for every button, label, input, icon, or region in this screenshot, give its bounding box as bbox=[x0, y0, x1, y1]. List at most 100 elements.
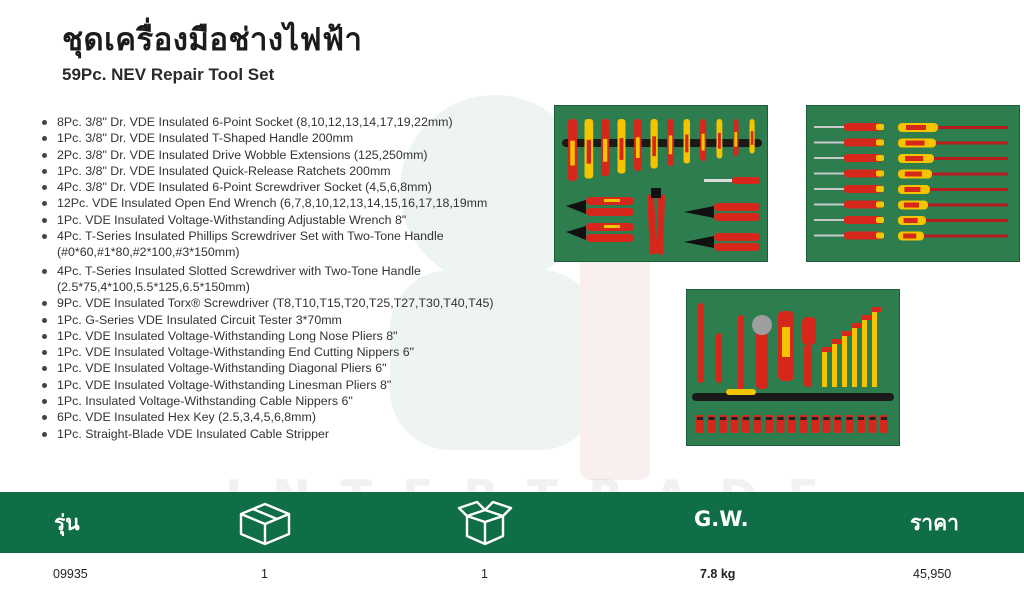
plier-head bbox=[651, 188, 661, 198]
plier-grip bbox=[604, 199, 620, 202]
price-header: ราคา bbox=[910, 511, 959, 535]
screwdriver-handle bbox=[844, 231, 882, 240]
list-item: 4Pc. T-Series Insulated Slotted Screwdri… bbox=[40, 263, 520, 296]
t-handle bbox=[738, 315, 744, 393]
socket-band bbox=[800, 417, 807, 420]
hex-key-tip bbox=[842, 331, 851, 336]
socket-band bbox=[708, 417, 715, 420]
list-item: 2Pc. 3/8" Dr. VDE Insulated Drive Wobble… bbox=[40, 147, 520, 163]
list-item: 12Pc. VDE Insulated Open End Wrench (6,7… bbox=[40, 195, 520, 211]
list-item: 1Pc. 3/8" Dr. VDE Insulated T-Shaped Han… bbox=[40, 130, 520, 146]
list-item: 1Pc. Insulated Voltage-Withstanding Cabl… bbox=[40, 393, 520, 409]
hex-key bbox=[832, 339, 837, 387]
socket-band bbox=[789, 417, 795, 420]
list-item: 1Pc. VDE Insulated Voltage-Withstanding … bbox=[40, 212, 520, 228]
screwdriver-shaft bbox=[938, 126, 1008, 129]
socket-band bbox=[777, 417, 784, 420]
cable-stripper-blade bbox=[704, 179, 732, 182]
list-item: 1Pc. Straight-Blade VDE Insulated Cable … bbox=[40, 426, 520, 442]
open-end-wrench-stripe bbox=[701, 133, 705, 151]
page-title-english: 59Pc. NEV Repair Tool Set bbox=[62, 65, 275, 84]
tray-wrenches-pliers bbox=[554, 105, 768, 262]
hex-key-tip bbox=[872, 307, 881, 312]
screwdriver-shaft bbox=[814, 219, 844, 221]
adjustable-wrench-head bbox=[752, 315, 772, 335]
model-value: 09935 bbox=[53, 567, 88, 581]
open-end-wrench-stripe bbox=[750, 131, 754, 145]
screwdriver-shaft bbox=[930, 188, 1008, 191]
cable-stripper bbox=[732, 177, 760, 184]
screwdriver-handle bbox=[844, 154, 882, 162]
screwdriver-grip bbox=[876, 139, 884, 146]
open-end-wrench-stripe bbox=[717, 132, 721, 149]
hex-key bbox=[872, 307, 877, 387]
plier-handle bbox=[714, 213, 760, 221]
hex-key bbox=[842, 331, 847, 387]
plier-jaw bbox=[566, 200, 586, 214]
screwdriver-shaft bbox=[814, 172, 844, 175]
socket-band bbox=[823, 417, 830, 420]
screwdriver-shaft bbox=[814, 234, 844, 237]
open-end-wrench-stripe bbox=[635, 137, 640, 158]
gross-weight-header: G.W. bbox=[694, 507, 749, 531]
list-item: 1Pc. VDE Insulated Voltage-Withstanding … bbox=[40, 360, 520, 376]
screwdriver-shaft bbox=[926, 219, 1008, 222]
socket-band bbox=[720, 417, 726, 420]
plier-jaw bbox=[566, 226, 586, 240]
screwdriver-grip bbox=[903, 233, 917, 239]
item-list: 8Pc. 3/8" Dr. VDE Insulated 6-Point Sock… bbox=[40, 114, 520, 442]
open-end-wrench-stripe bbox=[652, 136, 656, 157]
socket-band bbox=[881, 417, 887, 420]
socket-band bbox=[869, 417, 876, 420]
plier-jaw bbox=[684, 206, 714, 218]
socket-band bbox=[835, 417, 841, 420]
screwdriver-grip bbox=[904, 202, 919, 208]
extension-bar bbox=[698, 303, 704, 383]
open-box-icon bbox=[457, 500, 513, 546]
screwdriver-shaft bbox=[814, 126, 844, 128]
screwdriver-shaft bbox=[814, 157, 844, 159]
screwdriver-grip bbox=[905, 140, 925, 146]
socket-band bbox=[766, 417, 772, 420]
plier-handle bbox=[714, 233, 760, 241]
screwdriver-grip bbox=[876, 170, 884, 177]
list-item: 1Pc. G-Series VDE Insulated Circuit Test… bbox=[40, 312, 520, 328]
list-item: 1Pc. 3/8" Dr. VDE Insulated Quick-Releas… bbox=[40, 163, 520, 179]
socket-band bbox=[754, 417, 761, 420]
screwdriver-grip bbox=[876, 186, 884, 192]
socket-band bbox=[812, 417, 818, 420]
open-end-wrench-stripe bbox=[603, 138, 608, 162]
t-handle-bar bbox=[726, 389, 756, 395]
screwdriver-shaft bbox=[814, 188, 844, 190]
screwdriver-handle bbox=[844, 123, 882, 131]
plier-jaw bbox=[684, 236, 714, 248]
open-end-wrench-stripe bbox=[619, 138, 624, 160]
hex-key-tip bbox=[822, 347, 831, 352]
plier-handle bbox=[714, 243, 760, 251]
spec-table-header: รุ่น G.W. ราคา bbox=[0, 492, 1024, 553]
screwdriver-shaft bbox=[936, 141, 1008, 145]
open-end-wrench-stripe bbox=[570, 140, 575, 166]
inner-box-qty: 1 bbox=[261, 567, 268, 581]
screwdriver-grip bbox=[906, 125, 926, 130]
open-end-wrench-stripe bbox=[734, 131, 738, 147]
list-item: 8Pc. 3/8" Dr. VDE Insulated 6-Point Sock… bbox=[40, 114, 520, 130]
list-item: 1Pc. VDE Insulated Voltage-Withstanding … bbox=[40, 344, 520, 360]
screwdriver-grip bbox=[876, 201, 884, 208]
plier-handle bbox=[714, 203, 760, 211]
outer-box-qty: 1 bbox=[481, 567, 488, 581]
screwdriver-grip bbox=[876, 155, 884, 161]
screwdriver-shaft bbox=[814, 203, 844, 206]
socket-adapter bbox=[804, 345, 812, 387]
long-nose-plier bbox=[647, 195, 657, 255]
long-nose-plier bbox=[656, 195, 665, 255]
open-end-wrench-stripe bbox=[685, 134, 689, 153]
screwdriver-shaft bbox=[932, 172, 1008, 176]
open-end-wrench-stripe bbox=[586, 139, 591, 164]
hex-key-tip bbox=[852, 323, 861, 328]
page-title-thai: ชุดเครื่องมือช่างไฟฟ้า bbox=[62, 22, 363, 58]
screwdriver-grip bbox=[876, 124, 884, 130]
socket-band bbox=[731, 417, 738, 420]
socket-adapter bbox=[802, 317, 816, 345]
screwdriver-grip bbox=[876, 217, 884, 223]
